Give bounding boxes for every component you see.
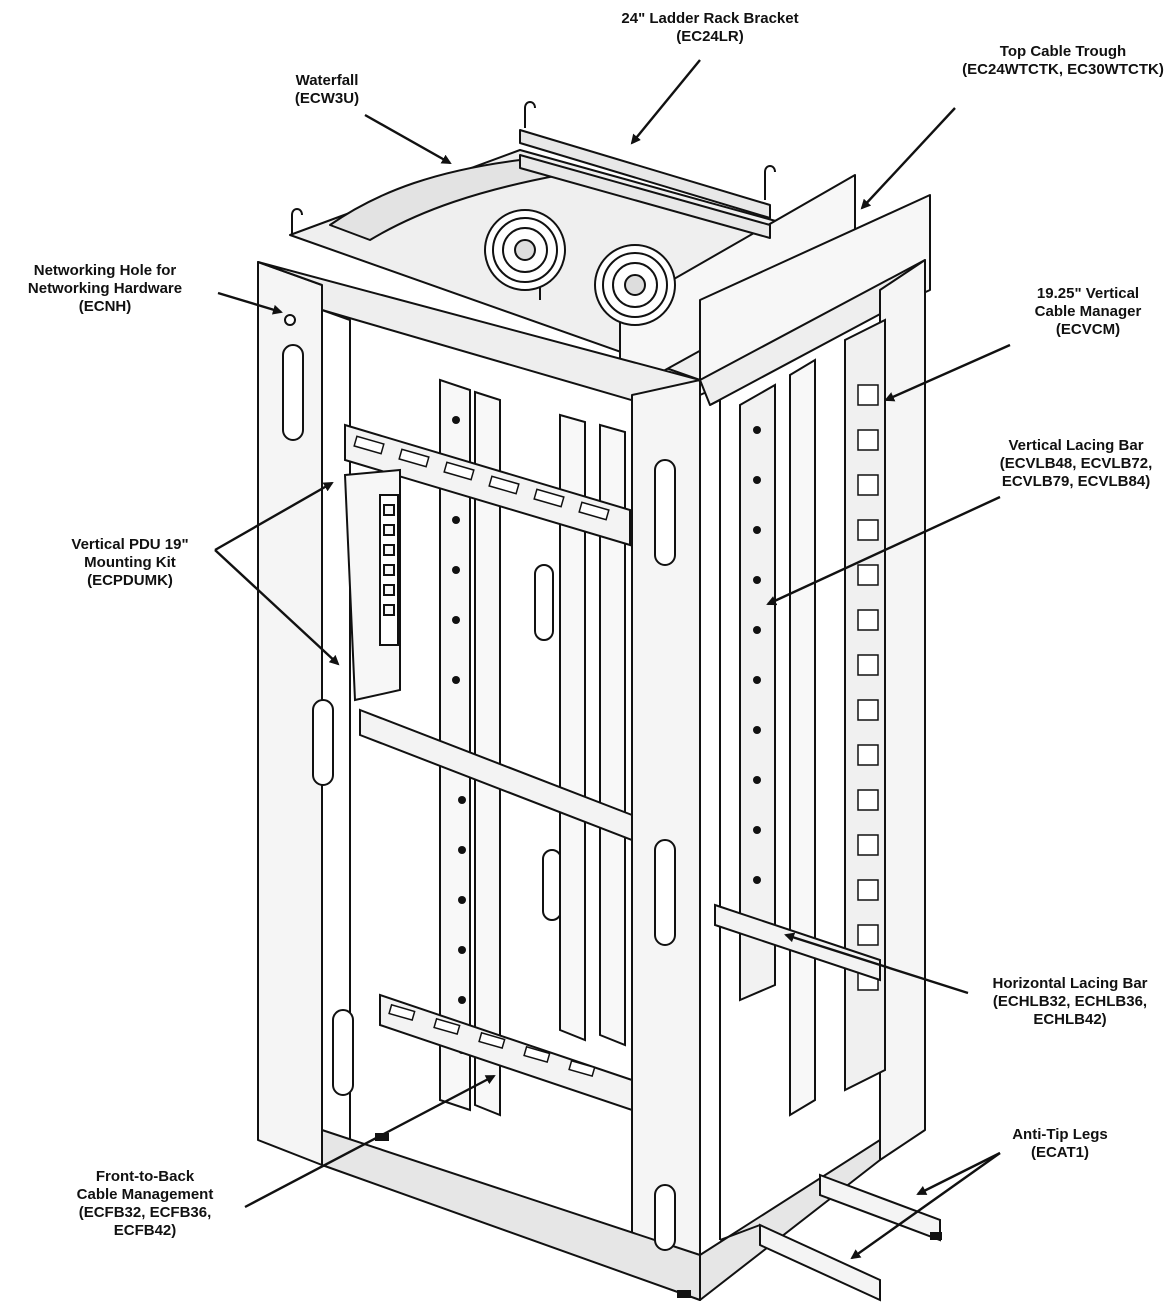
callout-part-number: (EC24LR) [676, 28, 744, 45]
callout-text: Cable Manager [1034, 303, 1142, 320]
callout-part-number: (ECVCM) [1055, 321, 1121, 338]
callout-part-number: (ECVLB48, ECVLB72, [999, 455, 1153, 472]
callout-part-number: (ECPDUMK) [87, 572, 173, 589]
callout-text: Front-to-Back [95, 1168, 195, 1185]
callout-part-number: (ECNH) [78, 298, 132, 315]
callout-vertical-lacing-bar: Vertical Lacing Bar (ECVLB48, ECVLB72, E… [976, 437, 1176, 491]
callout-top-cable-trough: Top Cable Trough (EC24WTCTK, EC30WTCTK) [950, 43, 1176, 79]
leader-pdu-lower [214, 549, 340, 666]
leader-anti-tip-upper [916, 1151, 1001, 1196]
leader-vertical-lacing-bar [766, 495, 1001, 606]
callout-text: 24" Ladder Rack Bracket [621, 10, 799, 27]
callout-text: Horizontal Lacing Bar [992, 975, 1148, 992]
callout-text: Anti-Tip Legs [1012, 1126, 1108, 1143]
leader-horizontal-lacing-bar [784, 932, 969, 995]
callout-part-number: ECHLB42) [1033, 1011, 1107, 1028]
callout-vertical-cable-manager: 19.25" Vertical Cable Manager (ECVCM) [1000, 285, 1176, 339]
pdu-strip [343, 468, 401, 702]
callout-horizontal-lacing-bar: Horizontal Lacing Bar (ECHLB32, ECHLB36,… [970, 975, 1170, 1029]
callout-text: Vertical Lacing Bar [1008, 437, 1144, 454]
bar-slots [353, 435, 610, 1078]
callout-ladder-rack-bracket: 24" Ladder Rack Bracket (EC24LR) [600, 10, 820, 46]
rack-frame [257, 259, 926, 1301]
leader-networking-hole [217, 291, 283, 315]
callout-text: 19.25" Vertical [1036, 285, 1140, 302]
leader-pdu-upper [214, 481, 334, 552]
callout-text: Top Cable Trough [999, 43, 1127, 60]
leader-front-to-back [244, 1074, 496, 1209]
callout-vertical-pdu-kit: Vertical PDU 19" Mounting Kit (ECPDUMK) [40, 536, 220, 590]
callout-part-number: (ECW3U) [294, 90, 360, 107]
callout-part-number: (ECFB32, ECFB36, [78, 1204, 212, 1221]
callout-waterfall: Waterfall (ECW3U) [262, 72, 392, 108]
callout-text: Networking Hole for [33, 262, 177, 279]
callout-text: Cable Management [76, 1186, 214, 1203]
callout-text: Mounting Kit [84, 554, 176, 571]
callout-part-number: (EC24WTCTK, EC30WTCTK) [962, 61, 1164, 78]
leader-top-trough [860, 107, 956, 210]
rack-feet [375, 1133, 942, 1298]
callout-part-number: (ECHLB32, ECHLB36, [992, 993, 1148, 1010]
callout-part-number: ECVLB79, ECVLB84) [1001, 473, 1151, 490]
callout-part-number: (ECAT1) [1030, 1144, 1090, 1161]
leader-anti-tip-lower [850, 1152, 1001, 1260]
callout-networking-hole: Networking Hole for Networking Hardware … [0, 262, 210, 316]
leader-ladder-rack [630, 59, 701, 145]
callout-front-to-back: Front-to-Back Cable Management (ECFB32, … [45, 1168, 245, 1240]
callout-text: Waterfall [295, 72, 359, 89]
leader-waterfall [364, 113, 452, 165]
callout-text: Networking Hardware [27, 280, 183, 297]
callout-leaders [214, 59, 1011, 1260]
rack-top [289, 101, 931, 396]
leader-vertical-cable-manager [884, 343, 1011, 402]
callout-anti-tip-legs: Anti-Tip Legs (ECAT1) [985, 1126, 1135, 1162]
callout-text: Vertical PDU 19" [71, 536, 189, 553]
callout-part-number: ECFB42) [113, 1222, 177, 1239]
